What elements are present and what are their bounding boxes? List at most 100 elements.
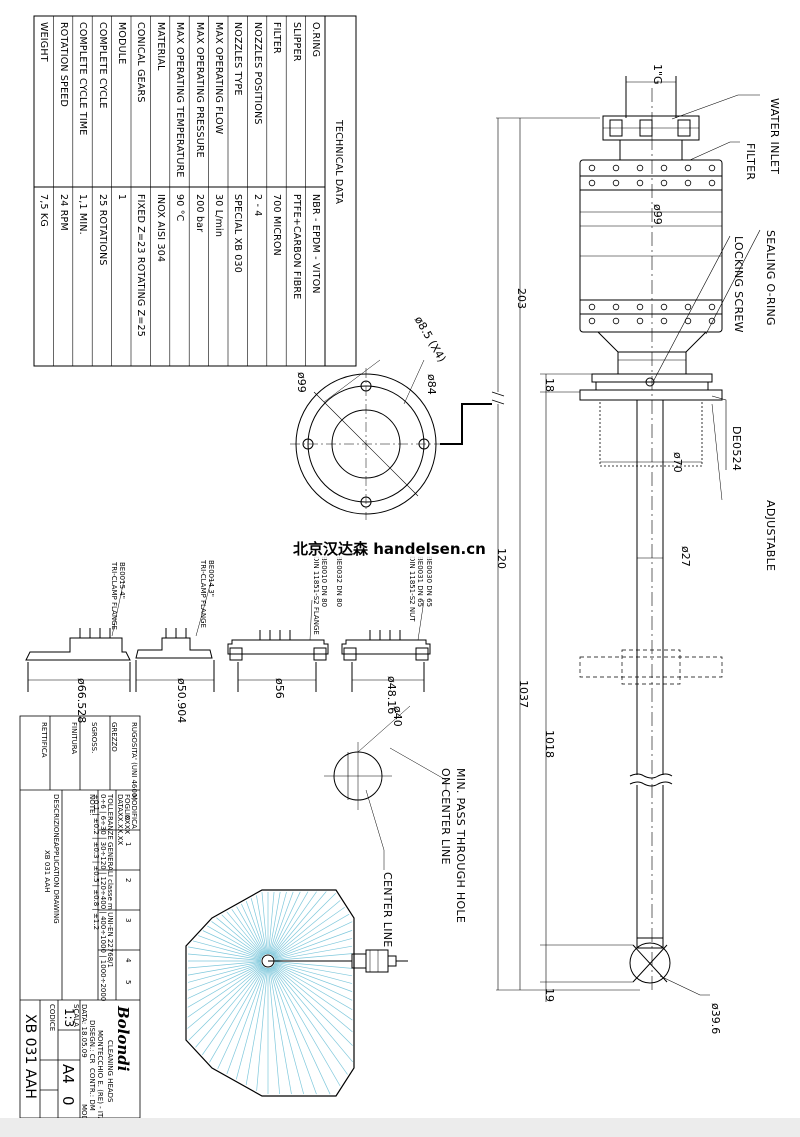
- center-line-label: CENTER LINE: [381, 872, 394, 948]
- tb-rev-col: 3: [124, 918, 132, 923]
- tech-row-label: MAX OPERATING FLOW: [213, 22, 224, 135]
- tb-data-val: XX.XX.XX: [116, 812, 124, 846]
- title-block: [19, 715, 141, 1119]
- tech-row-label: MATERIAL: [154, 22, 166, 71]
- tb-data: DATA: [116, 794, 124, 813]
- dim-18: 18: [543, 378, 556, 392]
- tb-tolerance: TOLLERANZE GENERALI classe m UNI-EN 2276…: [106, 794, 114, 968]
- watermark-text: 北京汉达森 handelsen.cn: [291, 538, 488, 559]
- tb-modifica: MODIFICA: [130, 794, 138, 829]
- tb-rev: 0: [59, 1096, 77, 1106]
- sealing-oring-label: SEALING O-RING: [764, 230, 777, 326]
- flange3-name: DIN 11851-S2 FLANGE: [312, 556, 320, 635]
- dim-head-diameter: ø39.6: [709, 1003, 722, 1035]
- tb-sgross: SGROSS.: [90, 722, 98, 754]
- dim-1018: 1018: [543, 730, 556, 758]
- tech-row-value: 24 RPM: [57, 194, 69, 231]
- flange4-dim: ø48.16: [385, 676, 398, 715]
- tech-row-value: INOX AISI 304: [154, 194, 166, 263]
- tech-row-value: PTFE+CARBON FIBRE: [290, 194, 302, 300]
- tb-disegn: DISEGN.: CR: [88, 1020, 96, 1064]
- tech-row-value: 200 bar: [193, 194, 205, 233]
- flange-top-view: [290, 359, 492, 520]
- tb-date-full: DATA: 18.05.09: [80, 1004, 88, 1058]
- tb-scala-val: 1:3: [62, 1008, 76, 1028]
- technical-data-heading: TECHNICAL DATA: [333, 120, 344, 205]
- dim-203: 203: [515, 288, 528, 309]
- tb-tol-ranges: 0÷6 | 6÷30 | 30÷120 | 120÷400 | 400÷1000…: [99, 794, 107, 1002]
- tech-row-value: 2 - 4: [251, 194, 263, 217]
- water-inlet-label: WATER INLET: [768, 98, 781, 175]
- tech-row-label: MAX OPERATING PRESSURE: [193, 22, 205, 158]
- tech-row-value: NBR - EPDM - VITON: [310, 194, 321, 294]
- dim-1037: 1037: [517, 680, 530, 708]
- tech-row-label: CONICAL GEARS: [135, 22, 147, 103]
- tech-row-label: NOZZLES TYPE: [232, 22, 244, 96]
- tb-drawing-code: XB 031 AAH: [22, 1014, 38, 1099]
- tech-row-label: MAX OPERATING TEMPERATURE: [174, 22, 186, 178]
- tech-row-label: MODULE: [116, 22, 127, 65]
- tech-row-value: 7,5 KG: [38, 194, 50, 227]
- dim-19: 19: [543, 988, 556, 1002]
- tank-spray-view: [185, 889, 408, 1097]
- tb-finitura: FINITURA: [70, 722, 78, 755]
- dim-1200: 120: [495, 548, 508, 569]
- tech-row-label: ROTATION SPEED: [57, 22, 69, 107]
- flange2-name: TRI-CLAMP FLANGE: [199, 560, 207, 628]
- tech-row-value: 1,1 MIN.: [77, 194, 89, 235]
- flange3-code2: BE0010 DN 80: [320, 556, 328, 608]
- dim-flange-pcd: ø84: [425, 374, 438, 395]
- flange1-name: TRI-CLAMP FLANGE: [110, 562, 118, 630]
- tb-desc-label: DESCRIZIONE:: [52, 794, 60, 845]
- tech-row-label: WEIGHT: [38, 22, 50, 62]
- technical-data-table: [33, 15, 357, 367]
- tb-codice: CODICE: [48, 1004, 56, 1032]
- flange1-code: BE0015 4": [118, 562, 126, 599]
- tb-grezzo: GREZZO: [110, 722, 118, 752]
- tb-rev-col: 2: [124, 878, 132, 883]
- tb-note: NOTE:: [88, 794, 96, 816]
- min-pass-hole-detail: [324, 705, 447, 870]
- tb-company-sub: CLEANING HEADS: [106, 1040, 114, 1103]
- tb-rettifica: RETTIFICA: [40, 722, 48, 758]
- min-pass-label: MIN. PASS THROUGH HOLE: [454, 768, 467, 924]
- dim-sleeve-diameter: ø70: [671, 452, 684, 473]
- tb-foglio-val: XXXX: [123, 815, 131, 835]
- flange3-dim: ø56: [273, 678, 286, 699]
- tech-row-value: SPECIAL XB 030: [232, 194, 244, 273]
- flange1-dim: ø66.528: [75, 678, 88, 724]
- flange4-code2: BE0031 DN 65: [416, 556, 424, 608]
- tech-row-value: 25 ROTATIONS: [96, 194, 108, 266]
- tech-row-value: FIXED Z=23 ROTATING Z=25: [135, 194, 147, 338]
- tech-row-label: O.RING: [310, 22, 321, 58]
- cleaning-head-side-view: [491, 76, 761, 1002]
- tech-row-label: COMPLETE CYCLE TIME: [77, 22, 89, 136]
- tb-rev-col: 5: [124, 980, 132, 985]
- tb-rev-col: 1: [124, 842, 132, 847]
- flange2-code: BE0014 3": [207, 560, 215, 597]
- tech-row-value: 90 °C: [174, 194, 186, 222]
- dim-body-diameter: ø99: [651, 204, 664, 225]
- tb-company-addr: MONTECCHIO E. (RE) - ITALY: [96, 1030, 104, 1129]
- adjustable-label: ADJUSTABLE: [764, 500, 777, 572]
- flange2-dim: ø50.904: [175, 678, 188, 724]
- tb-desc-1: APPLICATION DRAWING: [52, 842, 60, 924]
- page-footer-bar: [0, 1118, 800, 1137]
- de0524-label: DE0524: [730, 426, 743, 472]
- tech-row-label: COMPLETE CYCLE: [96, 22, 108, 109]
- tb-rugosita: RUGOSITA' (UNI 4600): [130, 722, 138, 801]
- tech-row-label: FILTER: [271, 22, 283, 54]
- company-logo: Bolondi: [114, 1006, 132, 1072]
- filter-label: FILTER: [744, 143, 757, 181]
- tech-row-label: NOZZLES POSITIONS: [251, 22, 263, 125]
- dim-inlet-thread: 1"G: [651, 64, 664, 85]
- tech-row-label: SLIPPER: [290, 22, 302, 62]
- flange4-name: DIN 11851-S2 NUT: [408, 556, 416, 622]
- flange-options: [25, 577, 431, 692]
- tb-contr: CONTR.: DM: [88, 1068, 96, 1111]
- tech-row-value: 700 MICRON: [271, 194, 283, 256]
- locking-screw-label: LOCKING SCREW: [732, 236, 745, 333]
- flange3-code: BE0032 DN 80: [335, 556, 343, 608]
